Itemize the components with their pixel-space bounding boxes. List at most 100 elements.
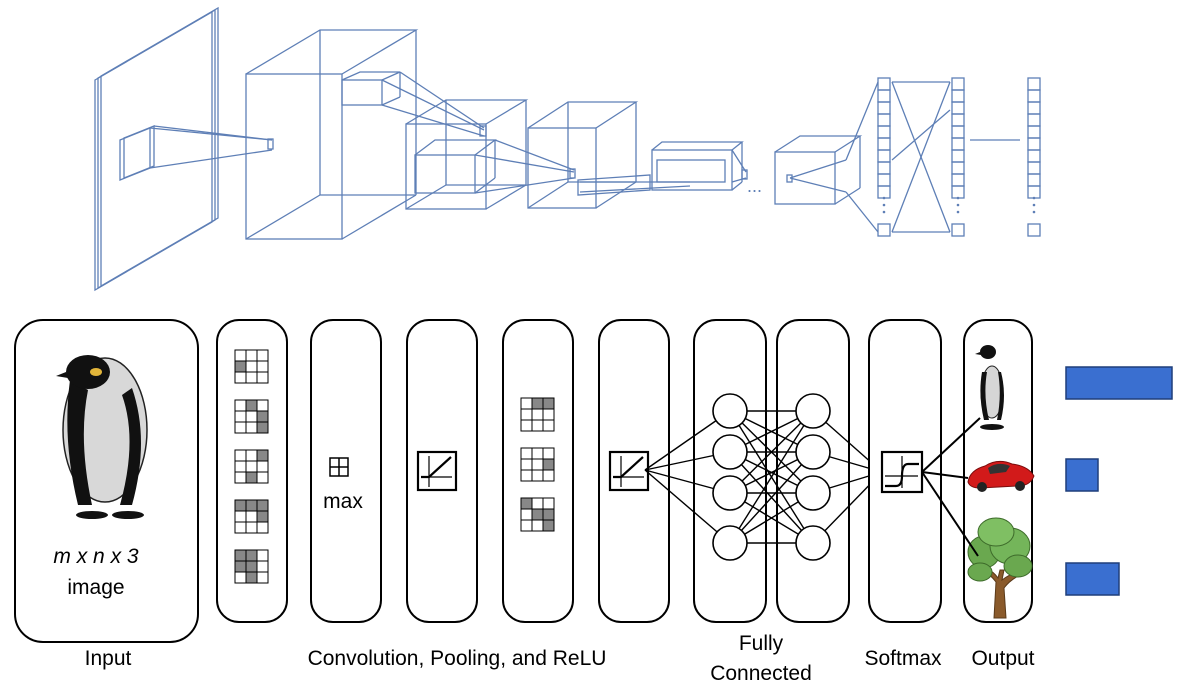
fc-neuron-cell [1027, 77, 1041, 91]
ellipsis-dot [882, 196, 886, 200]
kernel-grid [520, 397, 555, 432]
fc-neuron [712, 434, 748, 470]
fc-neuron-cell [1027, 125, 1041, 139]
fc-neuron [712, 475, 748, 511]
feature-volume-1 [245, 29, 487, 240]
fc-neuron-cell [1027, 101, 1041, 115]
score-bar-car [1065, 458, 1099, 492]
car-icon [967, 460, 1035, 492]
fc-neuron-cell [1027, 173, 1041, 187]
ellipsis-dot [1032, 203, 1036, 207]
feature-volume-5 [774, 135, 863, 205]
tree-icon [967, 517, 1033, 619]
fc-neuron-cell [1027, 223, 1041, 237]
fc-neuron-cell [951, 185, 965, 199]
fc-neuron-cell [1027, 161, 1041, 175]
ellipsis-dot [1032, 210, 1036, 214]
fc-neuron-cell [951, 149, 965, 163]
feature-volume-3 [527, 101, 691, 209]
relu-icon [416, 450, 458, 492]
label-fully: Fully [739, 632, 784, 655]
fc-neuron-cell [1027, 113, 1041, 127]
ellipsis-dot [956, 203, 960, 207]
conv-block-2 [502, 319, 574, 623]
ellipsis-dot [956, 210, 960, 214]
input-block: m x n x 3 image [14, 319, 199, 643]
feature-volume-2 [405, 99, 576, 210]
fc-neuron [795, 475, 831, 511]
kernel-grid [520, 497, 555, 532]
fc-neuron-cell [877, 161, 891, 175]
fc-neuron-cell [951, 89, 965, 103]
fc-neuron-cell [877, 173, 891, 187]
fc-neuron-cell [951, 161, 965, 175]
label-output: Output [971, 647, 1034, 670]
fc-neuron [795, 393, 831, 429]
fc-neuron [795, 434, 831, 470]
fc-neuron-cell [877, 137, 891, 151]
feature-volume-4 [651, 141, 748, 191]
network-3d-sketch: ... [94, 6, 1041, 292]
stage-labels: Input Convolution, Pooling, and ReLU Ful… [85, 632, 1035, 685]
ellipsis-dot [956, 196, 960, 200]
relu-to-fc-edge [644, 469, 731, 544]
fc-neuron-columns [877, 77, 1041, 237]
relu-icon [608, 450, 650, 492]
fc-neuron-cell [877, 101, 891, 115]
ellipsis-dot [1032, 196, 1036, 200]
score-bar-penguin [1065, 366, 1173, 400]
ellipsis-dot [882, 210, 886, 214]
fc-neuron [712, 525, 748, 561]
penguin-image [56, 355, 148, 519]
fc-neuron-cell [877, 113, 891, 127]
output-score-bars [1065, 366, 1173, 596]
fc-neuron-cell [951, 125, 965, 139]
fc-edge [729, 451, 814, 544]
fc-neuron-cell [877, 185, 891, 199]
fc-neuron [712, 393, 748, 429]
fc-neuron-cell [1027, 137, 1041, 151]
softmax-icon [880, 450, 924, 494]
kernel-grid-stack-2 [520, 397, 555, 532]
fc-neuron-cell [877, 149, 891, 163]
input-plane [94, 6, 274, 292]
softmax-output-connectors [921, 417, 981, 557]
fc-neuron-cell [1027, 149, 1041, 163]
input-caption: image [67, 576, 124, 599]
fc-neuron-cell [951, 173, 965, 187]
fully-connected-block [644, 319, 883, 623]
score-bar-tree [1065, 562, 1120, 596]
kernel-grid [234, 449, 269, 484]
label-input: Input [85, 647, 132, 670]
kernel-grid [234, 349, 269, 384]
fc-neuron-cell [877, 77, 891, 91]
fc-neuron-cell [1027, 185, 1041, 199]
kernel-grid [234, 549, 269, 584]
relu-block-1 [406, 319, 478, 623]
conv-block-1 [216, 319, 288, 623]
softmax-block [868, 319, 942, 623]
output-block [963, 319, 1035, 623]
relu-block-2 [598, 319, 670, 623]
input-dims: m x n x 3 [53, 545, 139, 568]
fc-neuron-cell [1027, 89, 1041, 103]
fc-neuron-cell [877, 125, 891, 139]
fc-neuron-cell [877, 89, 891, 103]
fc-neuron-cell [951, 137, 965, 151]
pooling-label: max [323, 490, 363, 513]
kernel-grid [234, 399, 269, 434]
fc-connections [845, 81, 1020, 233]
label-connected: Connected [710, 662, 812, 685]
fc-nodes [712, 393, 831, 561]
label-conv-pool-relu: Convolution, Pooling, and ReLU [308, 647, 607, 670]
fc-edge [729, 410, 814, 544]
fc-neuron-cell [951, 101, 965, 115]
kernel-grid [234, 499, 269, 534]
fc-edge [729, 410, 814, 494]
kernel-grid [520, 447, 555, 482]
max-pool-icon [329, 457, 349, 477]
fc-neuron [795, 525, 831, 561]
fc-neuron-cell [951, 77, 965, 91]
penguin-icon [975, 345, 1004, 430]
